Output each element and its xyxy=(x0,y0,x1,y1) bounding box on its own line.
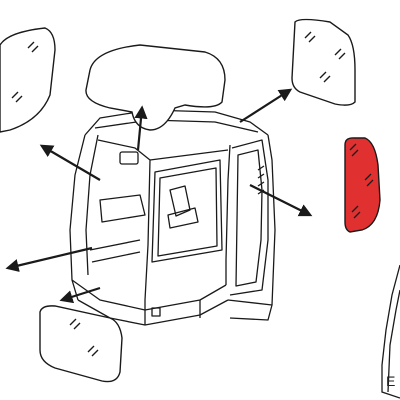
arrow-roof xyxy=(134,105,148,151)
partial-door-glass xyxy=(381,264,400,399)
front-lower-glass xyxy=(39,305,123,383)
arrow-rear xyxy=(239,88,293,123)
right-side-glass[interactable] xyxy=(344,137,381,233)
edge-text: E xyxy=(386,373,396,389)
arrow-front-lower xyxy=(59,286,101,304)
arrow-right-side xyxy=(249,184,313,217)
arrow-front-left xyxy=(5,246,93,272)
cab-body xyxy=(69,109,276,326)
front-upper-glass xyxy=(0,27,56,133)
rear-glass xyxy=(291,18,356,106)
roof-glass xyxy=(85,44,226,131)
arrows xyxy=(5,88,313,304)
arrow-front-upper xyxy=(39,144,101,181)
